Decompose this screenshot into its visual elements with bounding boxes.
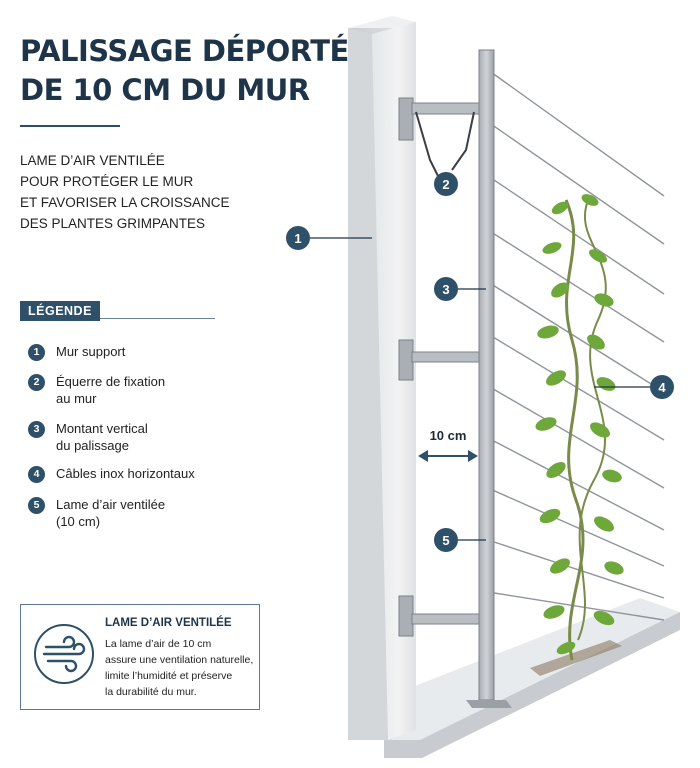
intro-line: ET FAVORISER LA CROISSANCE xyxy=(20,195,230,210)
callout-number: 4 xyxy=(658,380,666,395)
intro-text: LAME D’AIR VENTILÉE POUR PROTÉGER LE MUR… xyxy=(20,150,280,234)
air-flow-icon xyxy=(34,624,94,684)
wall-bracket-bottom xyxy=(398,595,485,637)
vertical-post xyxy=(466,49,512,708)
legend-item-wall: 1 Mur support xyxy=(28,343,278,373)
climbing-plant xyxy=(535,194,624,661)
ground-slab xyxy=(384,598,680,758)
title-underline xyxy=(20,125,120,127)
callout-1: 1 xyxy=(286,226,372,250)
legend-item-air-gap: 5 Lame d’air ventilée (10 cm) xyxy=(28,496,278,536)
callout-3: 3 xyxy=(434,277,486,301)
plant-leaves xyxy=(535,194,624,655)
stainless-cables xyxy=(487,69,665,621)
dimension-arrow: 10 cm xyxy=(418,428,478,462)
legend-list: 1 Mur support 2 Équerre de fixation au m… xyxy=(28,343,278,536)
legend-label: Câbles inox horizontaux xyxy=(56,466,195,481)
legend-divider xyxy=(100,318,215,319)
callout-number: 5 xyxy=(442,533,449,548)
legend-number: 4 xyxy=(28,466,45,483)
legend-item-post: 3 Montant vertical du palissage xyxy=(28,420,278,465)
callout-number: 3 xyxy=(442,282,449,297)
info-box-line: la durabilité du mur. xyxy=(105,686,197,698)
legend-label: Mur support xyxy=(56,344,126,359)
info-box: LAME D’AIR VENTILÉE La lame d’air de 10 … xyxy=(20,604,260,710)
legend-label: au mur xyxy=(56,391,97,406)
callout-2: 2 xyxy=(434,172,458,196)
legend-number: 2 xyxy=(28,374,45,391)
legend-item-cables: 4 Câbles inox horizontaux xyxy=(28,465,278,496)
callout-4: 4 xyxy=(594,375,674,399)
legend-title: LÉGENDE xyxy=(20,301,100,321)
legend-number: 5 xyxy=(28,497,45,514)
wall-bracket-middle xyxy=(398,339,485,381)
title-line-2: DE 10 CM DU MUR xyxy=(20,73,310,107)
title-line-1: PALISSAGE DÉPORTÉ xyxy=(20,34,349,68)
legend-label: Équerre de fixation xyxy=(56,374,166,389)
callout-number: 1 xyxy=(294,231,301,246)
callout-number: 2 xyxy=(442,177,449,192)
legend-header: LÉGENDE xyxy=(20,301,100,321)
dimension-label: 10 cm xyxy=(430,428,467,443)
legend-label: Lame d’air ventilée xyxy=(56,497,166,512)
info-box-line: La lame d’air de 10 cm xyxy=(105,638,212,650)
legend-number: 1 xyxy=(28,344,45,361)
callout-5: 5 xyxy=(434,528,486,552)
legend-label: du palissage xyxy=(56,438,129,453)
info-box-line: limite l’humidité et préserve xyxy=(105,670,233,682)
legend-label: (10 cm) xyxy=(56,514,101,529)
info-box-line: assure une ventilation naturelle, xyxy=(105,654,254,666)
page-title: PALISSAGE DÉPORTÉ DE 10 CM DU MUR xyxy=(20,32,350,110)
info-box-body: La lame d’air de 10 cm assure une ventil… xyxy=(105,636,257,700)
support-wall xyxy=(348,16,416,740)
legend-label: Montant vertical xyxy=(56,421,148,436)
info-box-title: LAME D’AIR VENTILÉE xyxy=(105,617,232,629)
intro-line: DES PLANTES GRIMPANTES xyxy=(20,216,206,231)
legend-item-bracket: 2 Équerre de fixation au mur xyxy=(28,373,278,420)
intro-line: POUR PROTÉGER LE MUR xyxy=(20,174,194,189)
legend-number: 3 xyxy=(28,421,45,438)
intro-line: LAME D’AIR VENTILÉE xyxy=(20,153,165,168)
planting-soil xyxy=(530,640,622,676)
